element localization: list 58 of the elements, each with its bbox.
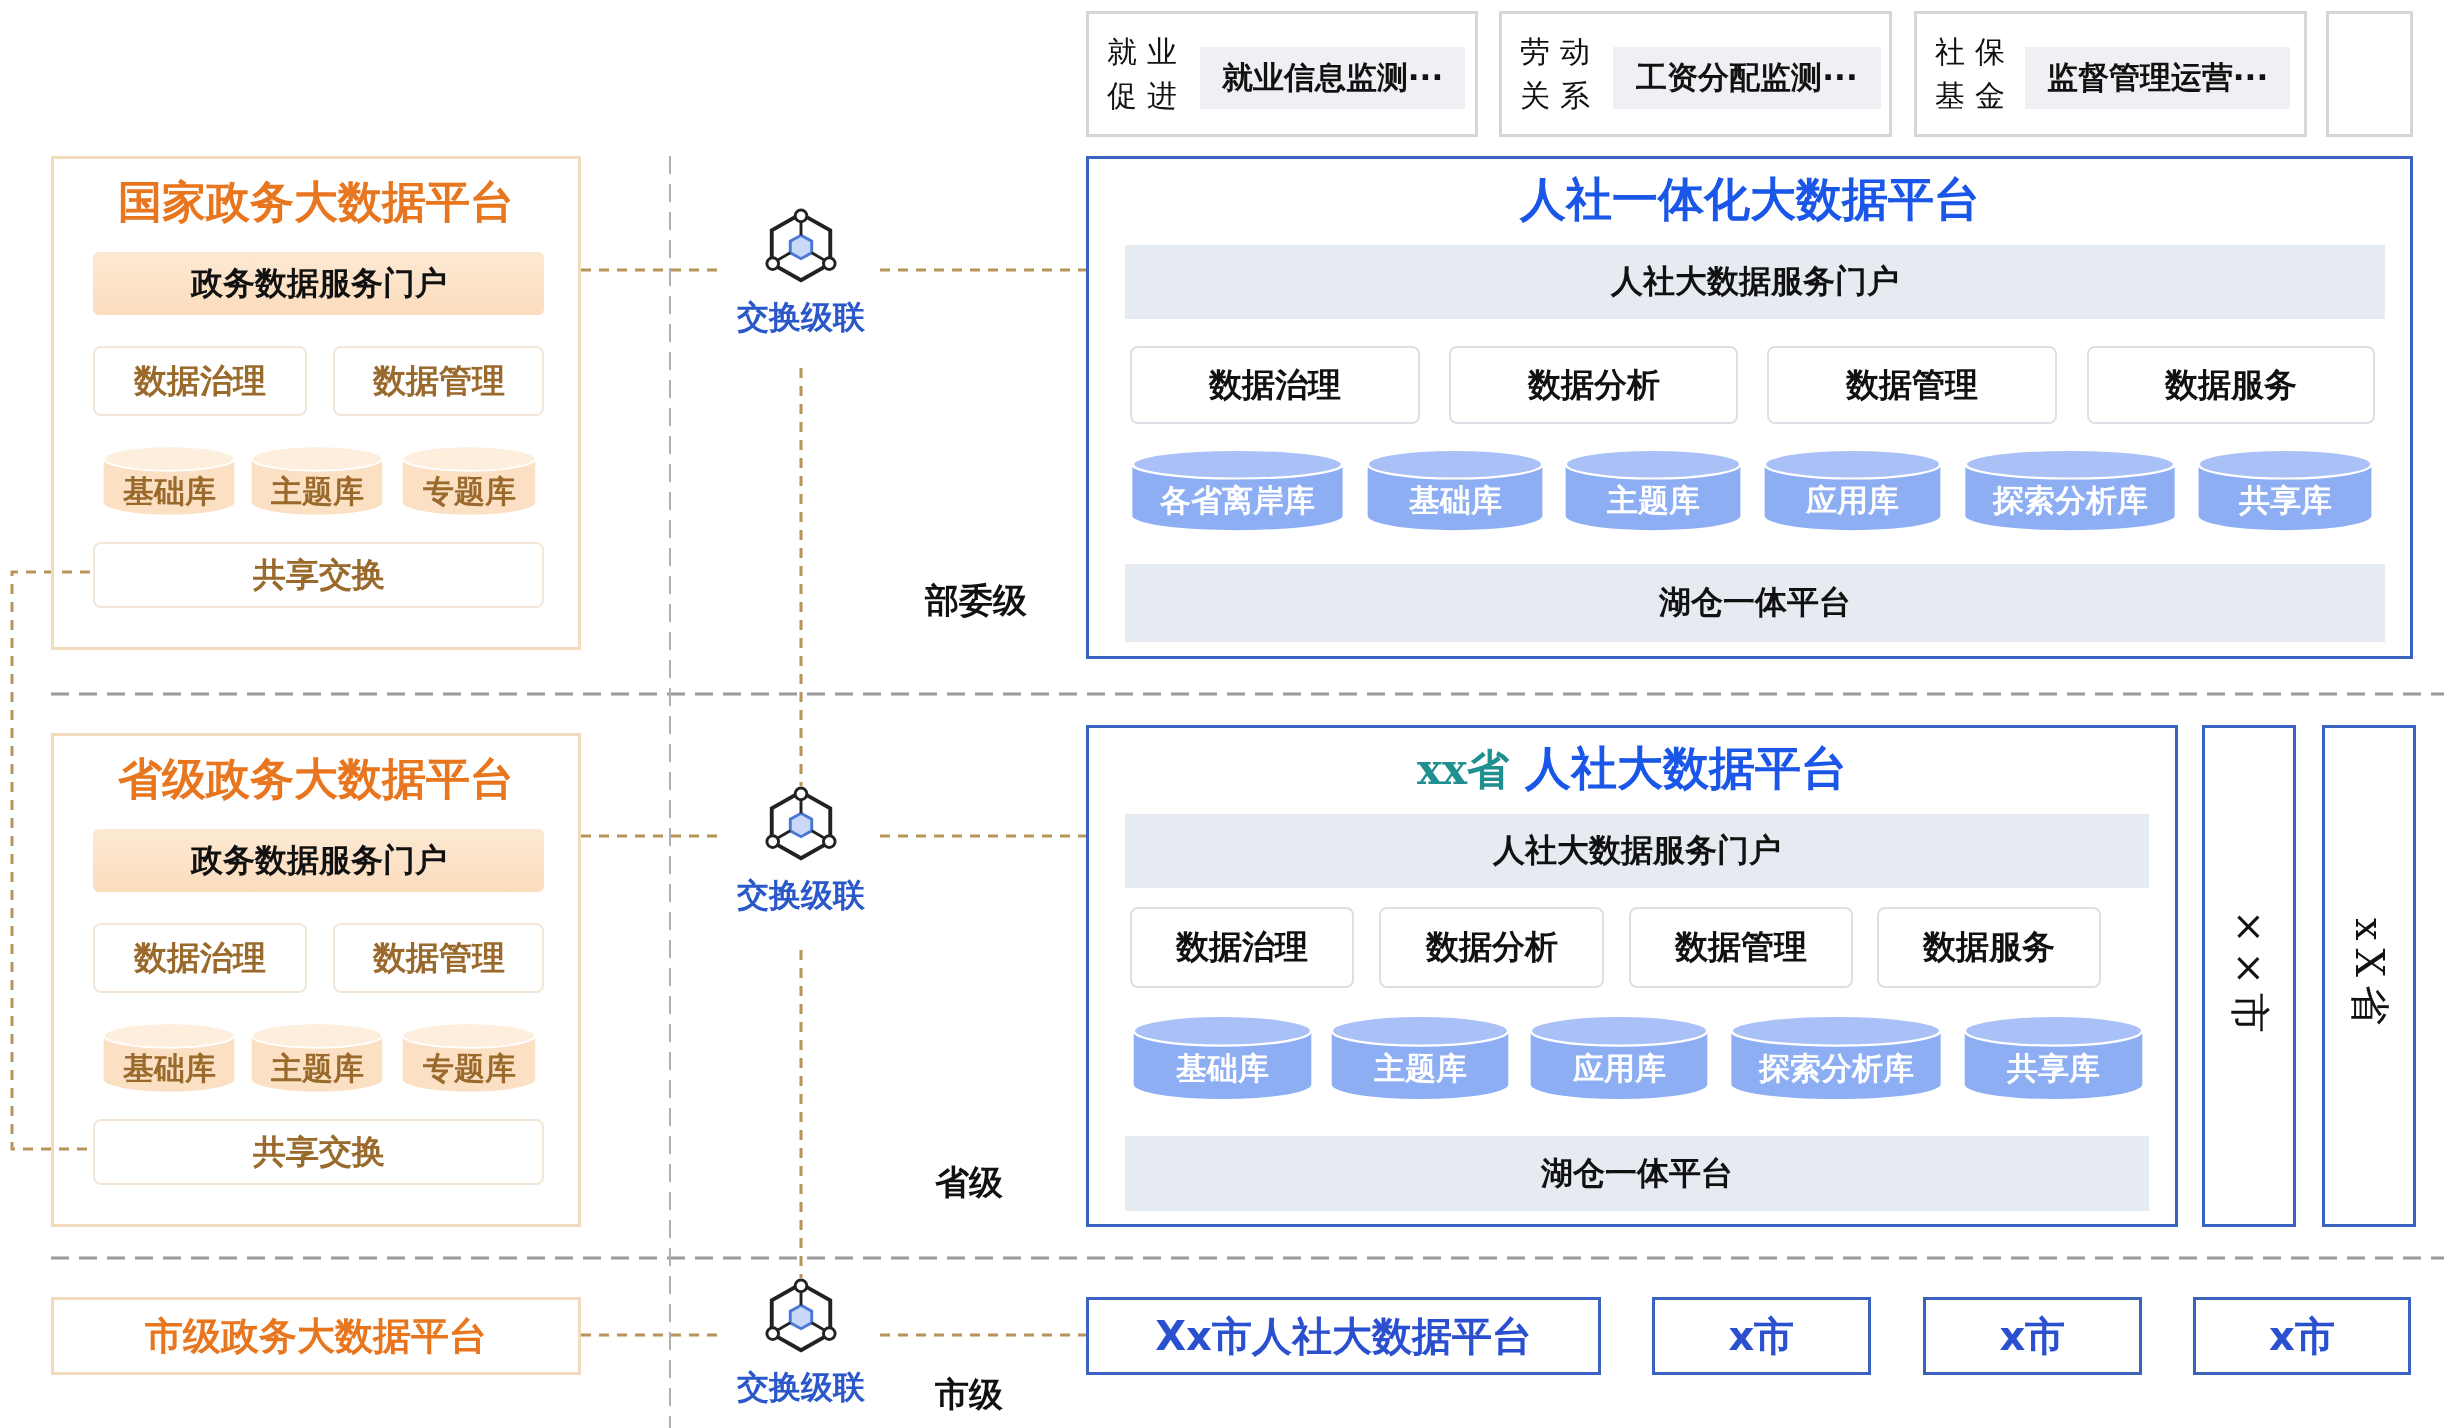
- city-box: x市: [1923, 1297, 2142, 1375]
- function-box: 数据管理: [333, 923, 544, 993]
- exchange-label: 交换级联: [737, 297, 865, 338]
- panel-title: 省级政务大数据平台: [118, 752, 514, 806]
- connector-line: [10, 570, 90, 1151]
- exchange-label: 交换级联: [737, 875, 865, 916]
- platform-panel: [51, 733, 581, 1227]
- function-box: 数据分析: [1449, 346, 1738, 424]
- function-box: 数据服务: [1877, 907, 2101, 988]
- function-box: 数据治理: [1130, 346, 1420, 424]
- function-box: 数据治理: [93, 923, 307, 993]
- function-box: 数据治理: [93, 346, 307, 416]
- domain-box: [2326, 11, 2413, 137]
- domain-label: 就业促进: [1107, 33, 1187, 115]
- platform-panel: [1086, 725, 2178, 1227]
- portal-bar: 政务数据服务门户: [93, 829, 544, 892]
- domain-box: [1914, 11, 2307, 137]
- city-box: x市: [2193, 1297, 2411, 1375]
- connector-line: [880, 834, 1086, 838]
- panel-title: 人社大数据平台: [1525, 740, 1848, 797]
- panel-title: 国家政务大数据平台: [118, 175, 514, 229]
- function-box: 数据分析: [1379, 907, 1604, 988]
- connector-line: [799, 368, 803, 786]
- function-box: 数据管理: [1767, 346, 2057, 424]
- domain-label: 社保基金: [1935, 33, 2015, 115]
- connector-line: [799, 950, 803, 1278]
- portal-bar: 政务数据服务门户: [93, 252, 544, 315]
- function-box: 数据管理: [333, 346, 544, 416]
- layer-bar: 湖仓一体平台: [1125, 564, 2385, 642]
- function-box: 数据服务: [2087, 346, 2375, 424]
- panel-title: 人社一体化大数据平台: [1519, 171, 1980, 228]
- province-box: xX省: [2322, 725, 2416, 1227]
- region-name: xx省: [1416, 744, 1510, 796]
- level-label: 部委级: [925, 579, 1027, 622]
- level-label: 省级: [935, 1161, 1003, 1204]
- connector-line: [880, 268, 1086, 272]
- level-label: 市级: [935, 1373, 1003, 1416]
- domain-label: 劳动关系: [1520, 33, 1600, 115]
- item-box: 就业信息监测···: [1200, 47, 1465, 109]
- function-box: 共享交换: [93, 542, 544, 608]
- platform-panel: [1086, 156, 2413, 659]
- domain-box: [1499, 11, 1892, 137]
- layer-bar: 湖仓一体平台: [1125, 1136, 2149, 1211]
- function-box: 数据管理: [1629, 907, 1853, 988]
- platform-box: 市级政务大数据平台: [51, 1297, 581, 1375]
- layer-bar: 人社大数据服务门户: [1125, 245, 2385, 319]
- layer-bar: 人社大数据服务门户: [1125, 814, 2149, 888]
- exchange-label: 交换级联: [737, 1367, 865, 1408]
- platform-panel: [51, 156, 581, 650]
- item-box: 监督管理运营···: [2025, 47, 2290, 109]
- domain-box: [1086, 11, 1478, 137]
- city-box: Xx市人社大数据平台: [1086, 1297, 1601, 1375]
- connector-line: [880, 1333, 1086, 1337]
- province-box: ××市: [2202, 725, 2296, 1227]
- function-box: 数据治理: [1130, 907, 1354, 988]
- item-box: 工资分配监测···: [1613, 47, 1881, 109]
- city-box: x市: [1652, 1297, 1871, 1375]
- function-box: 共享交换: [93, 1119, 544, 1185]
